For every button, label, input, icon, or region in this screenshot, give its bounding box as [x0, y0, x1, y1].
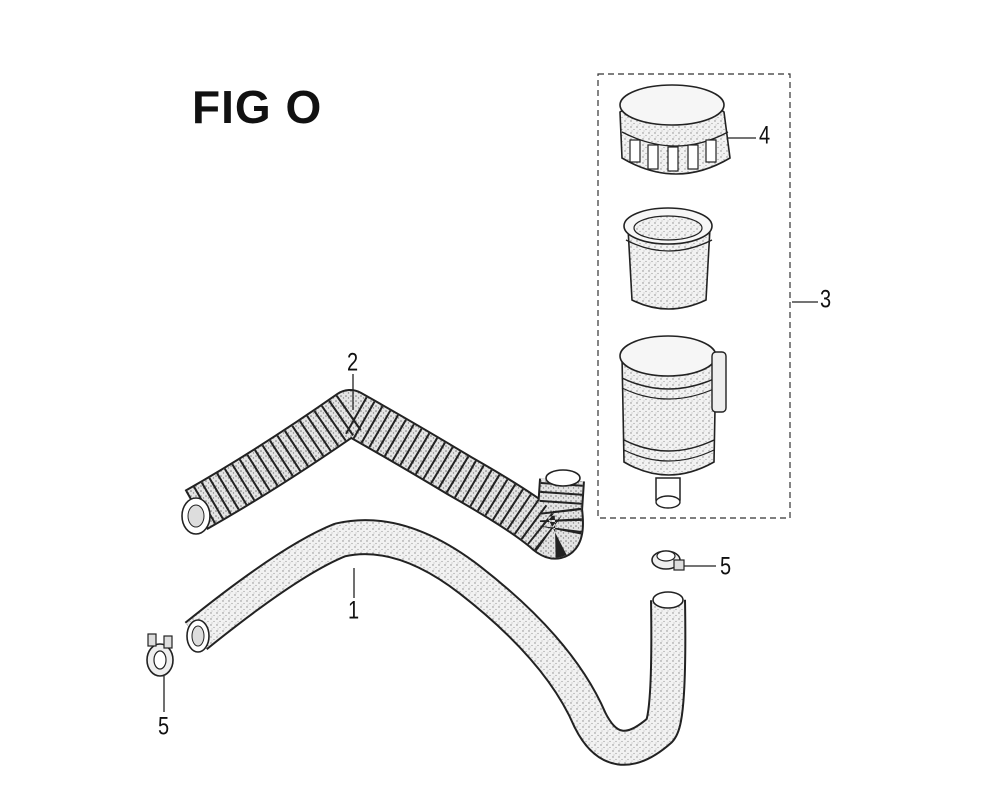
callout-1: 1 — [348, 597, 360, 625]
filter-body — [619, 335, 727, 509]
clamp-left — [146, 633, 174, 677]
filter-element — [623, 207, 713, 310]
callout-5-left: 5 — [158, 713, 170, 741]
smooth-hose — [184, 519, 687, 766]
callout-4: 4 — [759, 122, 771, 150]
callout-5-right: 5 — [720, 553, 732, 581]
callout-3: 3 — [820, 286, 832, 314]
corrugated-hose — [181, 389, 585, 560]
cap-part — [619, 84, 731, 175]
assembly-box — [597, 73, 791, 519]
clamp-right — [651, 550, 685, 571]
callout-2: 2 — [347, 349, 359, 377]
figure-title: FIG O — [192, 81, 323, 133]
leader-lines — [163, 137, 818, 712]
